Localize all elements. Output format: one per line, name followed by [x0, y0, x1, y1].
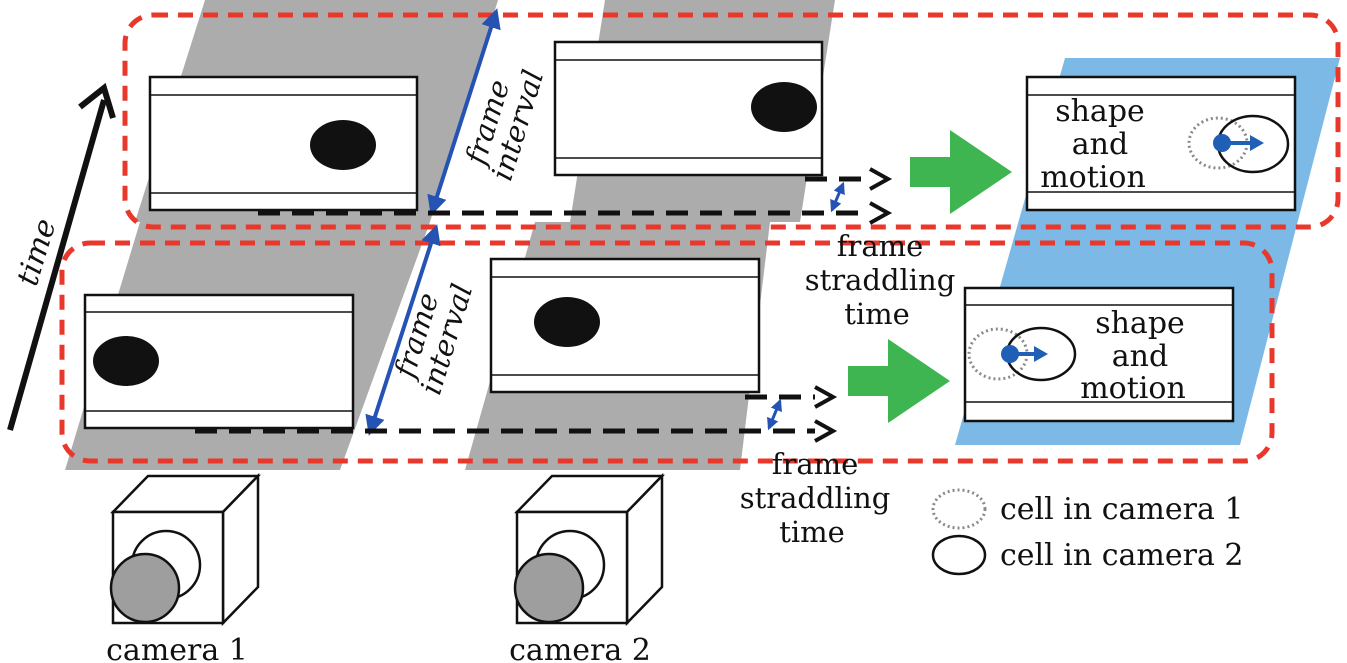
frame-interval-arrow-bottom [365, 224, 441, 436]
straddling-label-top-1: frame [837, 229, 924, 263]
legend-cell-camera1-icon [931, 488, 987, 530]
straddling-label-bottom-1: frame [772, 447, 859, 481]
output-frame-bottom [963, 286, 1235, 423]
cell-blob [310, 120, 376, 170]
cell-center-dot [1213, 134, 1231, 152]
shape-motion-label-bottom-2: and [1112, 339, 1168, 374]
frame-camera2-bottom [489, 257, 761, 394]
group-box-bottom [59, 240, 1275, 464]
cell-center-dot [1001, 345, 1019, 363]
camera2-icon [513, 472, 665, 627]
legend-cell-camera2-icon [931, 534, 987, 576]
motion-arrowhead [1250, 135, 1264, 151]
shape-motion-label-top-3: motion [1040, 160, 1146, 195]
green-arrow-bottom [848, 339, 950, 423]
time-axis-arrowhead [78, 82, 116, 119]
cell-blob [751, 82, 817, 132]
frame-interval-arrow-top [427, 8, 501, 216]
camera1-icon [109, 472, 261, 627]
motion-arrowhead [1034, 346, 1048, 362]
cell-blob [534, 297, 600, 347]
frame-camera1-top [148, 75, 419, 212]
timeline-arrowhead [869, 167, 893, 191]
legend: cell in camera 1 cell in camera 2 [931, 488, 1243, 576]
cell-blob [93, 336, 159, 386]
frame-straddling-arrow-bottom [767, 398, 782, 431]
shape-motion-label-bottom-3: motion [1080, 371, 1186, 406]
timeline-arrowhead [814, 385, 838, 409]
legend-cell-camera2-label: cell in camera 2 [1000, 538, 1243, 573]
camera2-label: camera 2 [509, 633, 651, 663]
straddling-label-top-3: time [844, 297, 910, 331]
timeline-arrowhead [869, 201, 893, 225]
straddling-label-top-2: straddling [805, 263, 956, 297]
timeline-arrowhead [814, 419, 838, 443]
group-box-top [122, 12, 1341, 230]
shape-motion-label-bottom-1: shape [1095, 306, 1185, 341]
frame-camera1-bottom [83, 293, 355, 430]
output-frame-top [1025, 75, 1297, 212]
shape-motion-label-top-2: and [1072, 127, 1128, 162]
camera1-label: camera 1 [106, 633, 248, 663]
frame-straddling-arrow-top [830, 181, 845, 213]
green-arrow-top [910, 130, 1012, 214]
time-axis-arrow [7, 99, 107, 431]
legend-cell-camera1-label: cell in camera 1 [1000, 492, 1243, 527]
straddling-label-bottom-2: straddling [740, 481, 891, 515]
straddling-label-bottom-3: time [779, 515, 845, 549]
frame-camera2-top [553, 40, 824, 177]
shape-motion-label-top-1: shape [1055, 94, 1145, 129]
